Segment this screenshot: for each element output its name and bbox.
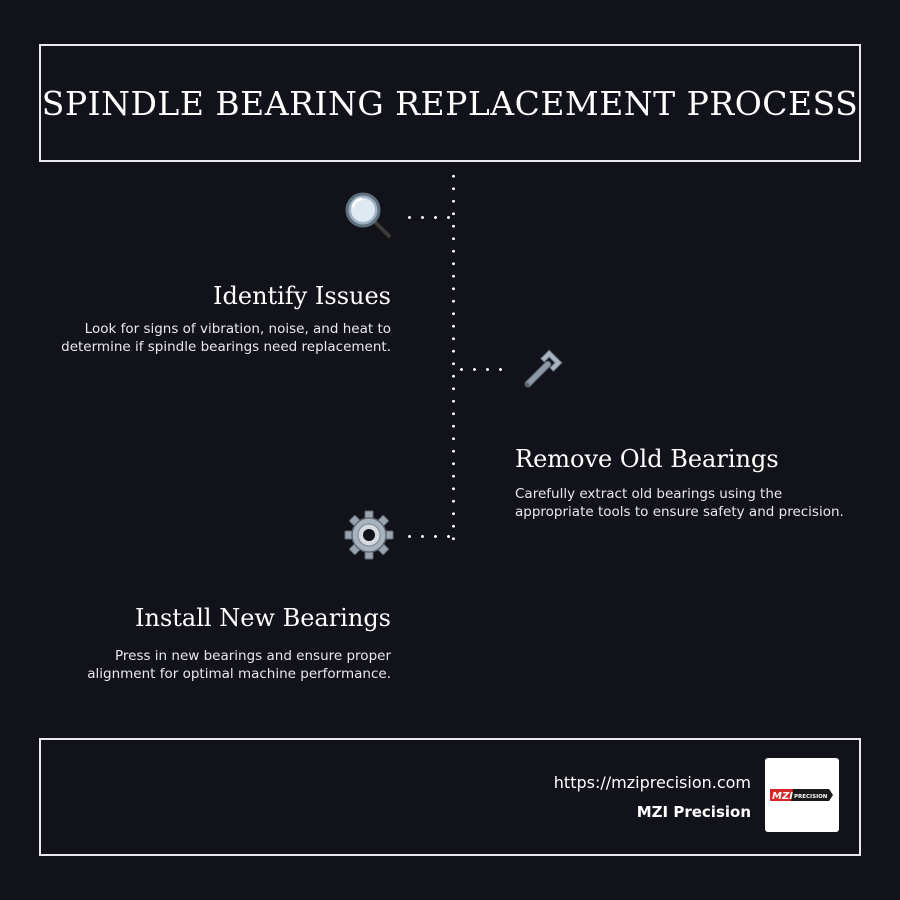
description-line: determine if spindle bearings need repla… — [61, 339, 391, 355]
description-line: Look for signs of vibration, noise, and … — [84, 321, 391, 337]
connector-step-3 — [403, 535, 455, 538]
step-title-install-new-bearings: Install New Bearings — [135, 604, 391, 632]
step-title-remove-old-bearings: Remove Old Bearings — [515, 445, 779, 473]
title-box: SPINDLE BEARING REPLACEMENT PROCESS — [39, 44, 861, 162]
connector-step-2 — [455, 368, 503, 371]
step-description-remove-old-bearings: Carefully extract old bearings using the… — [515, 485, 875, 521]
description-line: Press in new bearings and ensure proper — [114, 648, 391, 664]
logo-word-text: PRECISION — [794, 794, 828, 800]
company-logo: MZI PRECISION — [765, 758, 839, 832]
wrench-icon — [514, 346, 566, 398]
logo-mark-text: MZI — [772, 791, 793, 802]
description-line: Carefully extract old bearings using the — [515, 486, 783, 502]
gear-icon — [343, 509, 395, 561]
connector-step-1 — [403, 216, 455, 219]
footer-url: https://mziprecision.com — [553, 773, 751, 792]
step-description-install-new-bearings: Press in new bearings and ensure proper … — [31, 647, 391, 683]
magnifying-glass-icon — [343, 190, 395, 242]
footer-brand: MZI Precision — [636, 803, 751, 821]
footer-box: https://mziprecision.com MZI Precision M… — [39, 738, 861, 856]
step-title-identify-issues: Identify Issues — [213, 282, 391, 310]
timeline-vertical-dotted-line — [452, 170, 455, 542]
page-title: SPINDLE BEARING REPLACEMENT PROCESS — [41, 83, 859, 123]
description-line: appropriate tools to ensure safety and p… — [515, 504, 844, 520]
description-line: alignment for optimal machine performanc… — [87, 666, 391, 682]
step-description-identify-issues: Look for signs of vibration, noise, and … — [31, 320, 391, 356]
